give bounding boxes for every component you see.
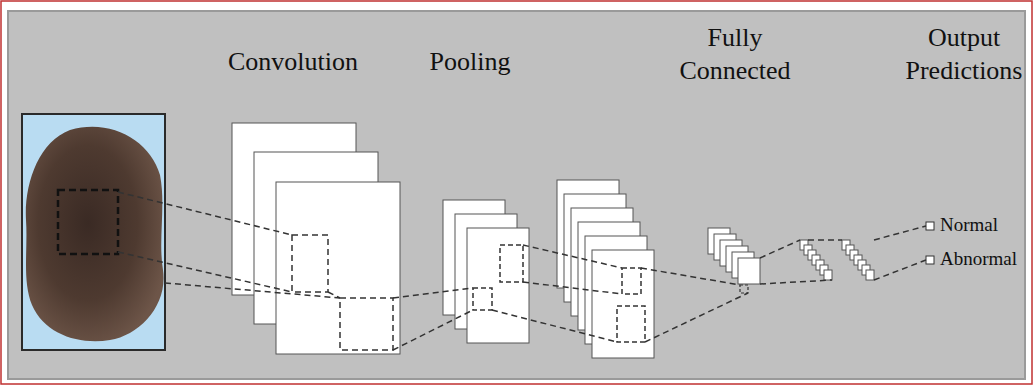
- fc-neurons-2: [842, 240, 874, 280]
- pool-receptive-fields: [473, 245, 523, 310]
- conv2-receptive-fields: [617, 268, 645, 342]
- class-label: Normal: [940, 213, 998, 237]
- fc-maps: [708, 228, 760, 284]
- class-label: Abnormal: [940, 247, 1017, 271]
- projection-lines: [118, 192, 926, 350]
- layer-heading: Pooling: [410, 46, 530, 79]
- layer-heading: Fully Connected: [675, 22, 795, 87]
- fc-field: [740, 285, 748, 293]
- pool-feature-maps: [443, 200, 529, 343]
- layer-heading: Output Predictions: [902, 22, 1027, 87]
- output-units: [926, 222, 934, 264]
- lesion-image: [22, 114, 165, 350]
- conv2-feature-maps: [557, 180, 654, 358]
- layer-heading: Convolution: [208, 46, 378, 79]
- conv-receptive-fields: [292, 235, 393, 350]
- conv-feature-maps: [232, 123, 400, 354]
- grey-panel: [8, 11, 1025, 379]
- fc-neurons-1: [800, 240, 832, 280]
